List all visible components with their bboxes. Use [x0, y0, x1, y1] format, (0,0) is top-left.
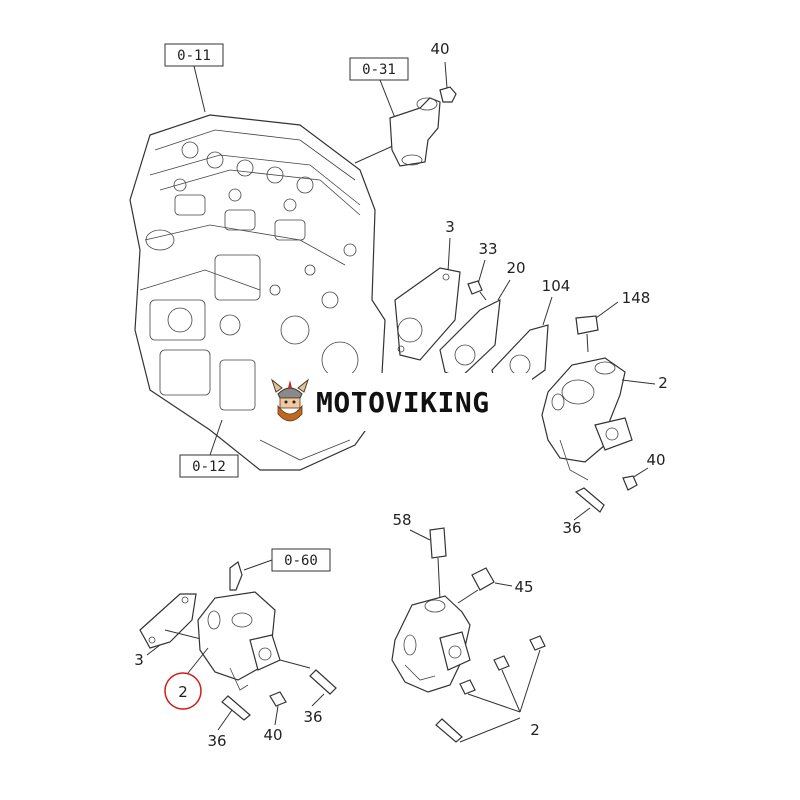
gasket-104: 104	[491, 277, 571, 389]
svg-text:40: 40	[430, 40, 449, 58]
sensor-45: 45	[457, 567, 534, 604]
ref-label-0-11: 0-11	[177, 48, 211, 64]
svg-text:3: 3	[445, 218, 455, 236]
ref-label-0-12: 0-12	[192, 459, 226, 475]
ref-box-sensor: 0-60	[229, 548, 331, 591]
svg-text:45: 45	[514, 578, 533, 596]
callout-40-bottom: 40	[263, 691, 287, 744]
water-pump-right	[541, 357, 633, 481]
svg-text:2: 2	[658, 374, 668, 392]
svg-text:36: 36	[303, 708, 322, 726]
svg-text:36: 36	[562, 519, 581, 537]
viking-mascot-icon	[270, 378, 310, 422]
bolt-33: 33	[467, 240, 498, 301]
svg-text:36: 36	[207, 732, 226, 750]
svg-text:40: 40	[646, 451, 665, 469]
callout-36-mid: 36	[303, 669, 337, 726]
svg-text:148: 148	[622, 289, 651, 307]
svg-text:104: 104	[542, 277, 571, 295]
thermostat-outlet-elbow	[389, 97, 441, 167]
ref-box-outlet: 0-31	[349, 57, 409, 164]
gasket-3: 3	[394, 218, 461, 361]
svg-text:2: 2	[530, 721, 540, 739]
ref-box-engine-top: 0-11	[164, 43, 224, 113]
callout-40-right: 40	[622, 451, 666, 491]
callout-2-circled: 2	[164, 647, 209, 710]
callout-2-bottom-right: 2	[435, 635, 546, 743]
gasket-20: 20	[439, 259, 526, 379]
svg-text:58: 58	[392, 511, 411, 529]
highlight-circle	[164, 672, 202, 710]
callout-36-left: 36	[207, 695, 251, 750]
callout-36-right: 36	[562, 487, 605, 537]
gasket-3-left: 3	[134, 593, 206, 669]
svg-text:20: 20	[506, 259, 525, 277]
ref-box-engine-bottom: 0-12	[179, 419, 239, 478]
callout-58: 58	[392, 511, 447, 601]
bolt-148: 148	[575, 289, 651, 353]
svg-text:33: 33	[478, 240, 497, 258]
svg-text:3: 3	[134, 651, 144, 669]
ref-label-0-60: 0-60	[284, 553, 318, 569]
water-pump-left	[197, 591, 311, 691]
water-pump-bottom-right	[391, 595, 471, 693]
watermark-text: MOTOVIKING	[316, 385, 490, 419]
watermark-banner: MOTOVIKING	[262, 373, 532, 431]
svg-text:2: 2	[178, 683, 188, 701]
svg-text:40: 40	[263, 726, 282, 744]
callout-2-right: 2	[621, 374, 668, 392]
ref-label-0-31: 0-31	[362, 62, 396, 78]
callout-40-top: 40	[430, 40, 457, 103]
